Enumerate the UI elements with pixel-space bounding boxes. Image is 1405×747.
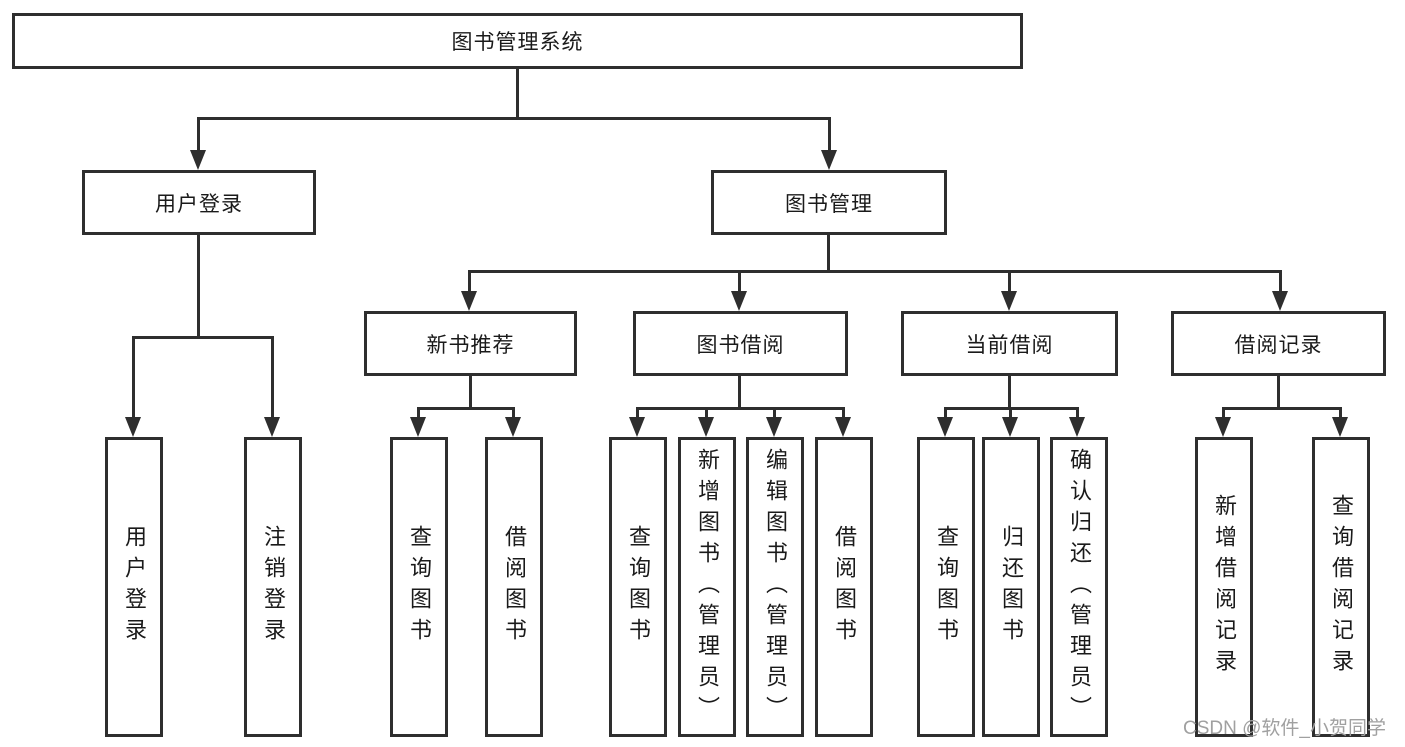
- arrowhead-br-query: [1332, 417, 1348, 437]
- leaf-rec-query-book-label: 查询图书: [407, 525, 432, 649]
- leaf-cb-confirm-return: 确认归还（管理员）: [1050, 437, 1108, 737]
- connector-stem-rec-query: [417, 407, 420, 421]
- leaf-br-query-record-label: 查询借阅记录: [1329, 494, 1354, 680]
- arrowhead-current-borrow: [1001, 291, 1017, 311]
- arrowhead-cb-confirm: [1069, 417, 1085, 437]
- leaf-bb-edit-book-label: 编辑图书（管理员）: [763, 447, 788, 727]
- leaf-br-add-record: 新增借阅记录: [1195, 437, 1253, 737]
- connector-stem-bb-add: [705, 407, 708, 421]
- node-new-book-recommend-label: 新书推荐: [426, 333, 515, 357]
- connector-user-login-drop: [197, 235, 200, 339]
- leaf-logout-label: 注销登录: [261, 525, 286, 649]
- node-borrow-records-label: 借阅记录: [1234, 333, 1323, 357]
- connector-br-rail: [1222, 407, 1342, 410]
- connector-stem-cb-query: [944, 407, 947, 421]
- arrowhead-user-login: [190, 150, 206, 170]
- connector-rec-rail: [417, 407, 515, 410]
- csdn-watermark: CSDN @软件_小贺同学: [1183, 718, 1386, 739]
- arrowhead-bb-edit: [766, 417, 782, 437]
- connector-bb-drop: [738, 376, 741, 410]
- connector-stem-bb-edit: [773, 407, 776, 421]
- connector-stem-current-borrow: [1008, 270, 1011, 293]
- connector-br-drop: [1277, 376, 1280, 410]
- leaf-rec-borrow-book: 借阅图书: [485, 437, 543, 737]
- leaf-user-login-label: 用户登录: [122, 525, 147, 649]
- arrowhead-borrow-records: [1272, 291, 1288, 311]
- connector-stem-book-mgmt: [828, 117, 831, 153]
- node-user-login-label: 用户登录: [155, 192, 243, 216]
- node-book-borrow: 图书借阅: [633, 311, 848, 376]
- arrowhead-cb-return: [1002, 417, 1018, 437]
- arrowhead-bb-borrow: [835, 417, 851, 437]
- leaf-br-query-record: 查询借阅记录: [1312, 437, 1370, 737]
- leaf-user-login: 用户登录: [105, 437, 163, 737]
- leaf-bb-query-book: 查询图书: [609, 437, 667, 737]
- arrowhead-book-borrow: [731, 291, 747, 311]
- leaf-bb-edit-book: 编辑图书（管理员）: [746, 437, 804, 737]
- leaf-rec-borrow-book-label: 借阅图书: [502, 525, 527, 649]
- leaf-bb-add-book: 新增图书（管理员）: [678, 437, 736, 737]
- node-current-borrow-label: 当前借阅: [965, 333, 1054, 357]
- node-book-management: 图书管理: [711, 170, 947, 235]
- node-user-login: 用户登录: [82, 170, 316, 235]
- arrowhead-login: [125, 417, 141, 437]
- connector-bb-rail: [636, 407, 845, 410]
- leaf-logout: 注销登录: [244, 437, 302, 737]
- node-root-label: 图书管理系统: [451, 31, 584, 54]
- leaf-cb-return-book-label: 归还图书: [999, 525, 1024, 649]
- connector-stem-cb-confirm: [1076, 407, 1079, 421]
- connector-book-mgmt-drop: [827, 235, 830, 273]
- leaf-rec-query-book: 查询图书: [390, 437, 448, 737]
- leaf-cb-query-book-label: 查询图书: [934, 525, 959, 649]
- arrowhead-logout: [264, 417, 280, 437]
- leaf-bb-add-book-label: 新增图书（管理员）: [695, 447, 720, 727]
- connector-user-login-rail: [132, 336, 274, 339]
- arrowhead-cb-query: [937, 417, 953, 437]
- leaf-br-add-record-label: 新增借阅记录: [1212, 494, 1237, 680]
- connector-root-stem: [516, 68, 519, 120]
- connector-stem-book-borrow: [738, 270, 741, 293]
- leaf-cb-return-book: 归还图书: [982, 437, 1040, 737]
- arrowhead-rec-query: [410, 417, 426, 437]
- arrowhead-br-add: [1215, 417, 1231, 437]
- leaf-bb-query-book-label: 查询图书: [626, 525, 651, 649]
- connector-stem-bb-borrow: [842, 407, 845, 421]
- connector-stem-new-book-rec: [468, 270, 471, 293]
- arrowhead-rec-borrow: [505, 417, 521, 437]
- connector-level3-rail: [468, 270, 1282, 273]
- node-new-book-recommend: 新书推荐: [364, 311, 577, 376]
- node-root-library-system: 图书管理系统: [12, 13, 1023, 69]
- arrowhead-bb-query: [629, 417, 645, 437]
- connector-stem-br-add: [1222, 407, 1225, 421]
- connector-stem-bb-query: [636, 407, 639, 421]
- connector-level2-rail: [197, 117, 831, 120]
- connector-stem-login: [132, 336, 135, 419]
- connector-stem-borrow-records: [1279, 270, 1282, 293]
- connector-stem-cb-return: [1009, 407, 1012, 421]
- leaf-bb-borrow-book-label: 借阅图书: [832, 525, 857, 649]
- arrowhead-book-mgmt: [821, 150, 837, 170]
- node-borrow-records: 借阅记录: [1171, 311, 1386, 376]
- leaf-cb-query-book: 查询图书: [917, 437, 975, 737]
- connector-stem-logout: [271, 336, 274, 419]
- leaf-bb-borrow-book: 借阅图书: [815, 437, 873, 737]
- connector-rec-drop: [469, 376, 472, 410]
- connector-cb-drop: [1008, 376, 1011, 410]
- connector-stem-br-query: [1339, 407, 1342, 421]
- connector-stem-user-login: [197, 117, 200, 153]
- node-book-borrow-label: 图书借阅: [696, 333, 785, 357]
- connector-stem-rec-borrow: [512, 407, 515, 421]
- leaf-cb-confirm-return-label: 确认归还（管理员）: [1067, 447, 1092, 727]
- node-book-management-label: 图书管理: [785, 192, 873, 216]
- arrowhead-bb-add: [698, 417, 714, 437]
- node-current-borrow: 当前借阅: [901, 311, 1118, 376]
- arrowhead-new-book-rec: [461, 291, 477, 311]
